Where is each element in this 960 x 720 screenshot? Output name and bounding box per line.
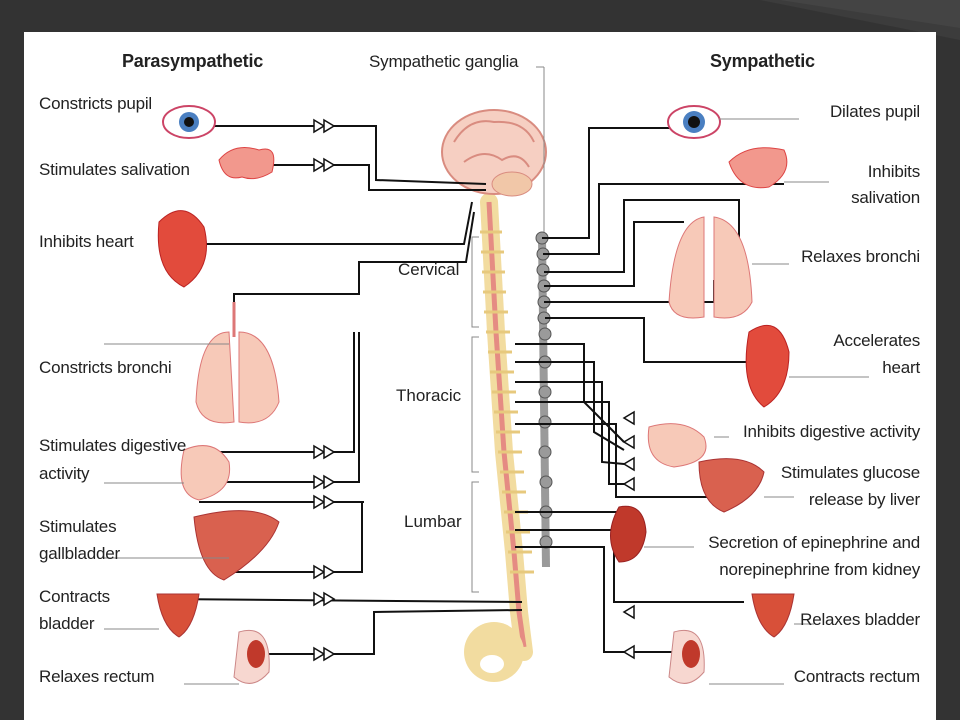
salivary-gland-right (728, 147, 788, 189)
label-activity: activity (39, 464, 90, 483)
heart-right (745, 324, 790, 408)
label-inhibits-heart: Inhibits heart (39, 232, 134, 251)
liver-right (698, 458, 765, 513)
kidney-right (610, 505, 647, 563)
label-gallbladder: gallbladder (39, 544, 120, 563)
segment-brackets (471, 66, 545, 593)
eye-left (162, 105, 216, 139)
bladder-left (156, 593, 200, 638)
label-heart: heart (882, 358, 920, 377)
header-parasympathetic: Parasympathetic (122, 51, 264, 71)
label-bladder: bladder (39, 614, 95, 633)
header-sympathetic: Sympathetic (710, 51, 815, 71)
lungs-left (195, 302, 280, 424)
label-inhibits-digestive-activity: Inhibits digestive activity (743, 422, 920, 441)
label-secretion-of-epinephrine: Secretion of epinephrine and (708, 533, 920, 552)
label-stimulates-digestive: Stimulates digestive (39, 436, 187, 455)
label-thoracic: Thoracic (396, 386, 462, 405)
label-relaxes-rectum: Relaxes rectum (39, 667, 155, 686)
diagram-panel: Parasympathetic Sympathetic ganglia Symp… (24, 32, 936, 720)
label-accelerates: Accelerates (833, 331, 920, 350)
salivary-gland-left (218, 147, 275, 180)
rectum-right (668, 630, 705, 684)
label-relaxes-bladder: Relaxes bladder (800, 610, 920, 629)
bladder-right (751, 593, 795, 638)
vertebrae (480, 230, 534, 574)
stomach-right (647, 423, 707, 468)
label-inhibits: Inhibits (867, 162, 920, 181)
label-contracts-rectum: Contracts rectum (793, 667, 920, 686)
lungs-right (668, 216, 753, 319)
synapse-markers (313, 118, 635, 662)
parasympathetic-nerves (163, 125, 523, 655)
eye-right (667, 105, 721, 139)
label-dilates-pupil: Dilates pupil (829, 102, 920, 121)
stomach-left (180, 445, 231, 501)
liver-left (193, 510, 280, 581)
label-constricts-bronchi: Constricts bronchi (39, 358, 172, 377)
rectum-left (233, 630, 270, 684)
label-stimulates-salivation: Stimulates salivation (39, 160, 190, 179)
label-stimulates: Stimulates (39, 517, 117, 536)
label-leaders (104, 118, 869, 685)
header-sympathetic-ganglia: Sympathetic ganglia (369, 52, 519, 71)
label-relaxes-bronchi: Relaxes bronchi (801, 247, 920, 266)
heart-left (157, 210, 207, 288)
sympathetic-nerves (515, 127, 784, 653)
autonomic-nervous-system-diagram (104, 66, 869, 685)
label-norepinephrine-from-kidney: norepinephrine from kidney (719, 560, 920, 579)
spinal-cord (464, 193, 533, 682)
label-constricts-pupil: Constricts pupil (39, 94, 153, 113)
label-lumbar: Lumbar (404, 512, 462, 531)
brain (441, 109, 547, 197)
sympathetic-chain (535, 231, 553, 568)
label-cervical: Cervical (398, 260, 460, 279)
label-stimulates-glucose: Stimulates glucose (780, 463, 920, 482)
label-contracts: Contracts (39, 587, 110, 606)
label-salivation: salivation (851, 188, 920, 207)
label-release-by-liver: release by liver (808, 490, 920, 509)
